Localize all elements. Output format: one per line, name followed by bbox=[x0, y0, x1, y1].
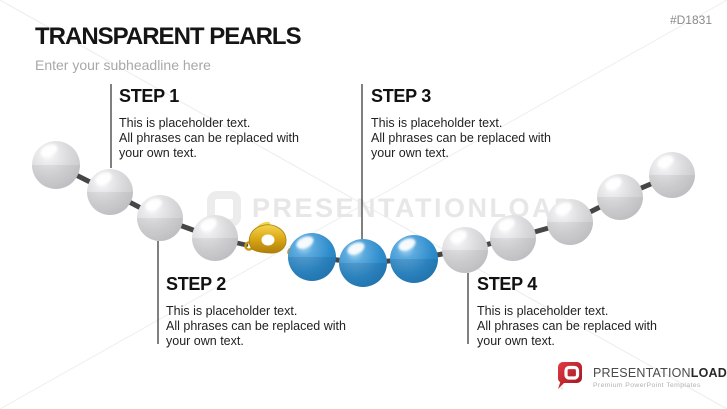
product-code: #D1831 bbox=[669, 13, 712, 27]
step-1-label: STEP 1 bbox=[119, 86, 179, 106]
step-2-body-line-1: This is placeholder text. bbox=[166, 304, 298, 318]
brand-bold: LOAD bbox=[690, 366, 727, 381]
step-3-block: STEP 3 This is placeholder text. All phr… bbox=[371, 86, 551, 161]
header: TRANSPARENT PEARLS Enter your subheadlin… bbox=[35, 22, 302, 73]
step-2-label: STEP 2 bbox=[166, 274, 226, 294]
step-4-body-line-2: All phrases can be replaced with bbox=[477, 319, 657, 333]
step-2-block: STEP 2 This is placeholder text. All phr… bbox=[166, 274, 346, 349]
step-3-label: STEP 3 bbox=[371, 86, 431, 106]
brand-line: PRESENTATIONLOAD® bbox=[593, 364, 727, 380]
slide-subtitle: Enter your subheadline here bbox=[35, 57, 211, 73]
step-2-body: This is placeholder text. All phrases ca… bbox=[166, 304, 346, 349]
logo-tagline: Premium PowerPoint Templates bbox=[593, 382, 701, 390]
presentationload-logo: PRESENTATIONLOAD® Premium PowerPoint Tem… bbox=[556, 360, 727, 390]
step-1-body-line-3: your own text. bbox=[119, 146, 197, 160]
slide-title: TRANSPARENT PEARLS bbox=[35, 23, 302, 50]
step-4-label: STEP 4 bbox=[477, 274, 537, 294]
step-3-body-line-3: your own text. bbox=[371, 146, 449, 160]
clasp-icon bbox=[230, 221, 305, 257]
step-1-body-line-2: All phrases can be replaced with bbox=[119, 131, 299, 145]
step-4-block: STEP 4 This is placeholder text. All phr… bbox=[477, 274, 657, 349]
chain-links bbox=[53, 162, 675, 266]
step-2-body-line-3: your own text. bbox=[166, 334, 244, 348]
step-4-body: This is placeholder text. All phrases ca… bbox=[477, 304, 657, 349]
step-3-body-line-1: This is placeholder text. bbox=[371, 116, 503, 130]
presentationload-logo-icon bbox=[557, 362, 582, 390]
step-3-body: This is placeholder text. All phrases ca… bbox=[371, 116, 551, 161]
step-1-block: STEP 1 This is placeholder text. All phr… bbox=[119, 86, 299, 161]
logo-text: PRESENTATIONLOAD® Premium PowerPoint Tem… bbox=[593, 364, 727, 390]
step-3-body-line-2: All phrases can be replaced with bbox=[371, 131, 551, 145]
brand-regular: PRESENTATION bbox=[593, 366, 691, 381]
step-2-body-line-2: All phrases can be replaced with bbox=[166, 319, 346, 333]
step-1-body: This is placeholder text. All phrases ca… bbox=[119, 116, 299, 161]
step-1-body-line-1: This is placeholder text. bbox=[119, 116, 251, 130]
step-4-body-line-1: This is placeholder text. bbox=[477, 304, 609, 318]
step-4-body-line-3: your own text. bbox=[477, 334, 555, 348]
